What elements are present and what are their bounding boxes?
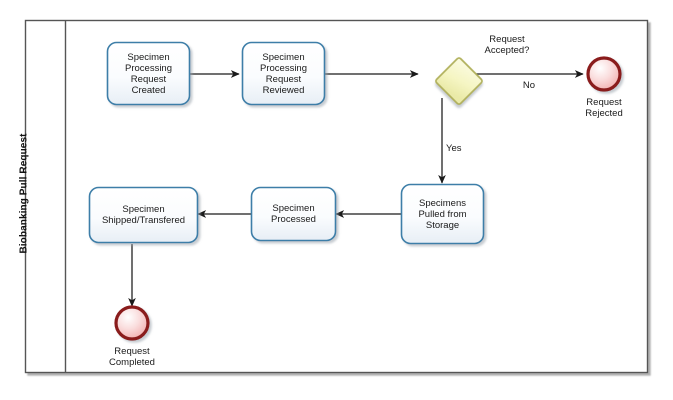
gateway-request-accepted-label: Request Accepted? [484, 34, 530, 56]
flow-label-no: No [522, 80, 536, 91]
end-event-request-completed-label: Request Completed [109, 346, 155, 368]
flow-label-yes: Yes [446, 143, 462, 154]
lane-title: Biobanking Pull Request [18, 133, 30, 254]
sequence-flows [128, 70, 584, 307]
end-event-request-rejected[interactable] [586, 56, 622, 92]
end-event-request-completed[interactable] [114, 305, 150, 341]
task-request-reviewed[interactable] [241, 41, 326, 106]
task-specimen-processed[interactable] [250, 186, 337, 242]
end-event-request-rejected-label: Request Rejected [585, 97, 623, 119]
task-specimens-pulled[interactable] [400, 183, 485, 245]
task-specimen-shipped[interactable] [88, 186, 199, 244]
task-request-created[interactable] [106, 41, 191, 106]
gateway-request-accepted[interactable] [435, 57, 483, 105]
